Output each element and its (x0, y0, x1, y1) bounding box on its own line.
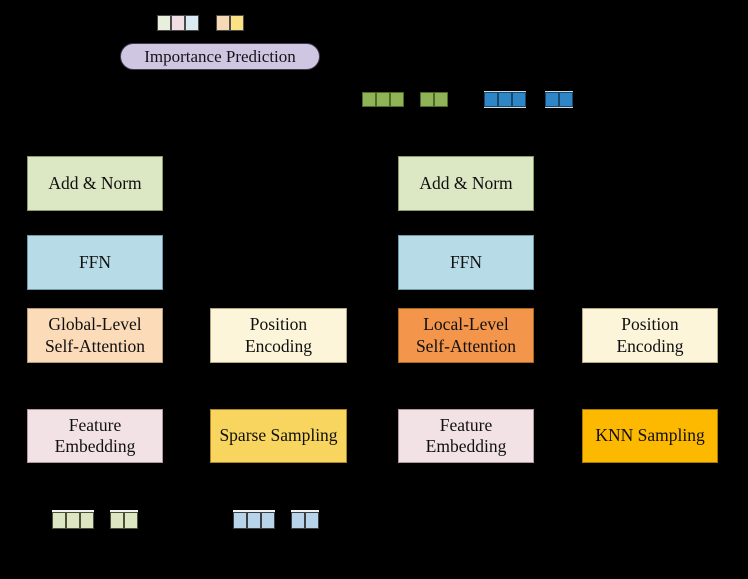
feature-embedding-box-local: Feature Embedding (398, 409, 534, 463)
add-norm-label: Add & Norm (48, 172, 142, 193)
importance-prediction-label: Importance Prediction (144, 46, 296, 66)
feature-embedding-label: Feature Embedding (54, 414, 136, 456)
token-group-mid-blue-2 (545, 91, 573, 108)
position-encoding-box-sparse: Position Encoding (210, 308, 347, 363)
token-square (216, 15, 230, 31)
ffn-box-global: FFN (27, 235, 163, 290)
feature-embedding-label: Feature Embedding (425, 414, 507, 456)
token-square (559, 92, 573, 107)
token-square (124, 512, 138, 529)
token-square (110, 512, 124, 529)
token-square (512, 92, 526, 107)
token-square (157, 15, 171, 31)
sparse-sampling-box: Sparse Sampling (210, 409, 347, 463)
token-square (171, 15, 185, 31)
add-norm-box-local: Add & Norm (398, 156, 534, 211)
global-level-self-attention-label: Global-Level Self-Attention (44, 314, 146, 356)
token-group-bottom-green-2 (110, 510, 138, 529)
token-square (420, 92, 434, 107)
token-group-top-mixed-2 (216, 15, 244, 31)
ffn-box-local: FFN (398, 235, 534, 290)
token-square (261, 512, 275, 529)
token-square (80, 512, 94, 529)
token-square (545, 92, 559, 107)
global-level-self-attention-box: Global-Level Self-Attention (27, 308, 163, 363)
token-square (305, 512, 319, 529)
local-level-self-attention-box: Local-Level Self-Attention (398, 308, 534, 363)
ffn-label: FFN (449, 251, 483, 272)
token-square (390, 92, 404, 107)
sparse-sampling-label: Sparse Sampling (219, 425, 338, 446)
token-group-top-mixed-3 (157, 15, 199, 31)
token-square (434, 92, 448, 107)
token-square (362, 92, 376, 107)
token-group-bottom-blue-2 (291, 510, 319, 529)
token-square (52, 512, 66, 529)
token-group-mid-green-3 (362, 92, 404, 107)
position-encoding-box-knn: Position Encoding (582, 308, 718, 363)
token-square (66, 512, 80, 529)
token-square (247, 512, 261, 529)
token-group-bottom-green-3 (52, 510, 94, 529)
local-level-self-attention-label: Local-Level Self-Attention (415, 314, 517, 356)
add-norm-box-global: Add & Norm (27, 156, 163, 211)
knn-sampling-label: KNN Sampling (595, 425, 705, 446)
token-group-mid-blue-3 (484, 91, 526, 108)
token-square (498, 92, 512, 107)
add-norm-label: Add & Norm (419, 172, 513, 193)
token-square (484, 92, 498, 107)
token-square (185, 15, 199, 31)
knn-sampling-box: KNN Sampling (582, 409, 718, 463)
token-group-bottom-blue-3 (233, 510, 275, 529)
token-square (291, 512, 305, 529)
position-encoding-label: Position Encoding (616, 314, 684, 356)
token-square (376, 92, 390, 107)
token-group-mid-green-2 (420, 92, 448, 107)
ffn-label: FFN (78, 251, 112, 272)
token-square (230, 15, 244, 31)
importance-prediction-pill: Importance Prediction (120, 43, 320, 70)
feature-embedding-box-global: Feature Embedding (27, 409, 163, 463)
position-encoding-label: Position Encoding (244, 314, 313, 356)
token-square (233, 512, 247, 529)
